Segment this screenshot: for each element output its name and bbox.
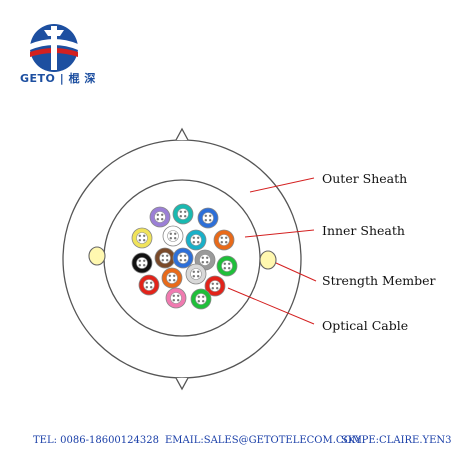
fiber-unit-orange-2: [161, 267, 183, 289]
strength-member-right: [259, 250, 277, 270]
strength-member-left: [88, 246, 106, 266]
label-strength-member: Strength Member: [322, 273, 436, 288]
fiber-unit-rose: [165, 287, 187, 309]
pointer-line-strength-member: [275, 262, 317, 282]
footer-tel: TEL: 0086-18600124328: [33, 435, 159, 446]
fiber-unit-grey: [185, 263, 207, 285]
footer-email[interactable]: EMAIL:SALES@GETOTELECOM.COM: [165, 435, 363, 446]
fiber-unit-red: [138, 274, 160, 296]
logo-text: GETO | 棍 深: [20, 72, 96, 85]
geto-logo-icon: [30, 24, 78, 72]
pointer-line-optical-cable: [227, 287, 315, 325]
fiber-unit-blue: [197, 207, 219, 229]
pointer-line-inner-sheath: [244, 229, 315, 238]
label-inner-sheath: Inner Sheath: [322, 223, 405, 238]
fiber-units: [131, 203, 238, 310]
fiber-unit-blue-2: [172, 247, 194, 269]
bottom-notch: [175, 377, 189, 391]
fiber-unit-black: [131, 252, 153, 274]
top-notch: [175, 127, 189, 141]
label-outer-sheath: Outer Sheath: [322, 171, 408, 186]
pointer-line-outer-sheath: [249, 177, 315, 193]
fiber-unit-green-2: [190, 288, 212, 310]
fiber-unit-yellow: [131, 227, 153, 249]
label-optical-cable: Optical Cable: [322, 318, 409, 333]
fiber-unit-cyan: [172, 203, 194, 225]
fiber-unit-red-2: [204, 275, 226, 297]
fiber-unit-violet: [149, 206, 171, 228]
footer-skype: SKYPE:CLAIRE.YEN3: [341, 435, 452, 446]
fiber-unit-white: [162, 225, 184, 247]
contact-footer: TEL: 0086-18600124328 EMAIL:SALES@GETOTE…: [0, 433, 474, 451]
fiber-unit-green: [216, 255, 238, 277]
fiber-unit-aqua: [185, 229, 207, 251]
fiber-unit-brown: [154, 247, 176, 269]
fiber-unit-orange: [213, 229, 235, 251]
